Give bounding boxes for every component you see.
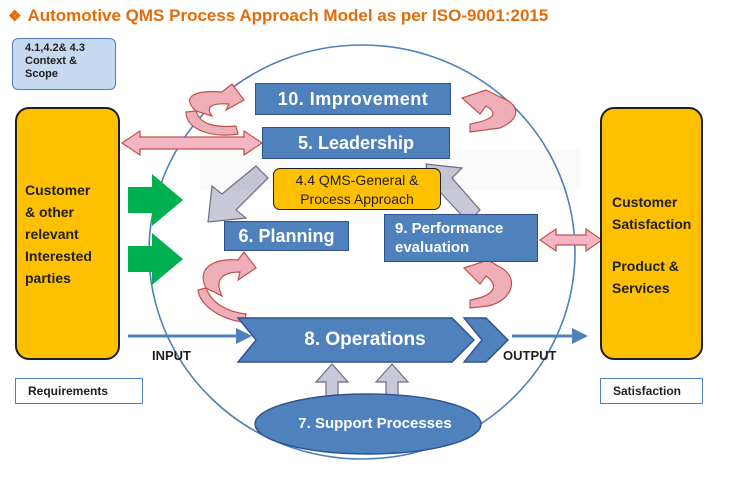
curved-arrow-icon bbox=[185, 110, 239, 136]
context-line: Context & bbox=[25, 55, 77, 67]
parties-line: Interested bbox=[25, 248, 92, 264]
performance-evaluation-box: 9. Performance evaluation bbox=[384, 214, 538, 262]
satisfaction-line: Customer bbox=[612, 194, 678, 210]
leadership-box: 5. Leadership bbox=[262, 127, 450, 159]
interested-parties-box: Customer & other relevant Interested par… bbox=[15, 107, 120, 360]
satisfaction-line: Product & bbox=[612, 258, 679, 274]
context-line: 4.1,4.2& 4.3 bbox=[25, 42, 85, 54]
qms-line: Process Approach bbox=[300, 191, 414, 207]
parties-line: Customer bbox=[25, 182, 91, 198]
context-line: Scope bbox=[25, 68, 59, 80]
operations-second-chevron-icon bbox=[462, 317, 509, 363]
green-input-arrow-icon bbox=[128, 233, 183, 285]
diamond-bullet-icon: ❖ bbox=[8, 8, 22, 25]
requirements-label: Requirements bbox=[15, 378, 143, 404]
leadership-to-planning-arrow-icon bbox=[207, 165, 269, 223]
support-processes-label: 7. Support Processes bbox=[298, 415, 452, 432]
curved-arrow-icon bbox=[189, 83, 245, 118]
input-label: INPUT bbox=[152, 348, 191, 363]
performance-line: 9. Performance bbox=[395, 220, 504, 237]
parties-line: parties bbox=[25, 270, 71, 286]
operations-label: 8. Operations bbox=[304, 329, 426, 350]
context-scope-box: 4.1,4.2& 4.3 Context & Scope bbox=[12, 38, 116, 90]
output-arrow-icon bbox=[572, 328, 588, 344]
satisfaction-line: Services bbox=[612, 280, 670, 296]
diagram-title: ❖ Automotive QMS Process Approach Model a… bbox=[8, 6, 548, 26]
planning-box: 6. Planning bbox=[224, 221, 349, 251]
improvement-box: 10. Improvement bbox=[255, 83, 451, 115]
parties-line: relevant bbox=[25, 226, 79, 242]
performance-right-double-arrow-icon bbox=[538, 227, 604, 253]
title-text: Automotive QMS Process Approach Model as… bbox=[27, 6, 549, 25]
support-processes-ellipse bbox=[254, 393, 482, 455]
satisfaction-label: Satisfaction bbox=[600, 378, 703, 404]
satisfaction-line: Satisfaction bbox=[612, 216, 692, 232]
qms-line: 4.4 QMS-General & bbox=[295, 172, 419, 188]
curved-arrow-icon bbox=[460, 89, 517, 133]
performance-line: evaluation bbox=[395, 239, 470, 256]
input-arrow-icon bbox=[236, 328, 252, 344]
operations-chevron-shape bbox=[236, 317, 475, 363]
customer-satisfaction-box: Customer Satisfaction Product & Services bbox=[600, 107, 703, 360]
curved-arrow-icon bbox=[462, 259, 513, 309]
output-label: OUTPUT bbox=[503, 348, 557, 363]
parties-line: & other bbox=[25, 204, 74, 220]
qms-general-box: 4.4 QMS-General & Process Approach bbox=[273, 168, 441, 210]
curved-arrow-icon bbox=[197, 287, 247, 323]
spacer bbox=[612, 235, 701, 255]
green-input-arrow-icon bbox=[128, 174, 183, 226]
curved-arrow-icon bbox=[202, 251, 257, 298]
